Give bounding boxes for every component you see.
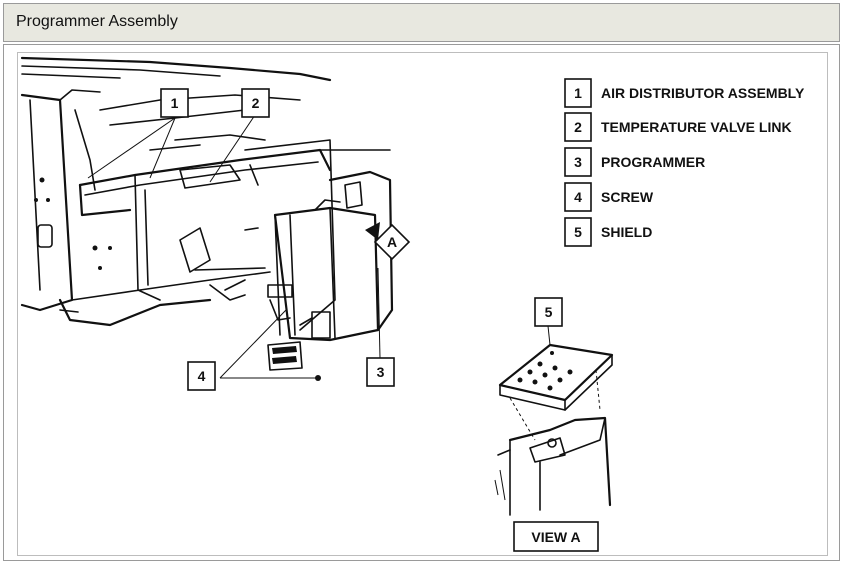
view-a-illustration: [494, 325, 614, 516]
svg-text:3: 3: [377, 364, 385, 380]
title-bar: Programmer Assembly: [3, 3, 840, 42]
svg-text:5: 5: [574, 224, 582, 240]
legend-item: 4 SCREW: [564, 182, 654, 212]
legend-item: 2 TEMPERATURE VALVE LINK: [564, 112, 792, 142]
view-a-marker: A: [373, 223, 411, 261]
svg-text:VIEW A: VIEW A: [531, 529, 580, 545]
callout-5: 5: [534, 297, 563, 327]
callout-1: 1: [160, 88, 189, 118]
svg-text:1: 1: [574, 85, 582, 101]
legend-item: 1 AIR DISTRIBUTOR ASSEMBLY: [564, 78, 805, 108]
svg-text:4: 4: [574, 189, 582, 205]
svg-text:4: 4: [198, 368, 206, 384]
callout-3: 3: [366, 357, 395, 387]
legend-item: 3 PROGRAMMER: [564, 147, 705, 177]
svg-text:A: A: [387, 234, 397, 250]
svg-text:2: 2: [574, 119, 582, 135]
svg-text:SHIELD: SHIELD: [601, 224, 652, 240]
svg-text:PROGRAMMER: PROGRAMMER: [601, 154, 705, 170]
svg-text:2: 2: [252, 95, 260, 111]
page-title: Programmer Assembly: [16, 13, 178, 30]
legend-item: 5 SHIELD: [564, 217, 652, 247]
svg-text:AIR DISTRIBUTOR ASSEMBLY: AIR DISTRIBUTOR ASSEMBLY: [601, 85, 805, 101]
content-frame: [3, 44, 840, 561]
callout-4: 4: [187, 361, 216, 391]
view-a-label: VIEW A: [513, 521, 599, 552]
svg-text:SCREW: SCREW: [601, 189, 654, 205]
svg-text:1: 1: [171, 95, 179, 111]
dashboard-assembly-illustration: [20, 56, 394, 381]
svg-text:TEMPERATURE VALVE LINK: TEMPERATURE VALVE LINK: [601, 119, 792, 135]
callout-2: 2: [241, 88, 270, 118]
legend: 1 AIR DISTRIBUTOR ASSEMBLY 2 TEMPERATURE…: [564, 78, 805, 247]
svg-text:3: 3: [574, 154, 582, 170]
diagram-frame: [17, 52, 828, 556]
svg-text:5: 5: [545, 304, 553, 320]
